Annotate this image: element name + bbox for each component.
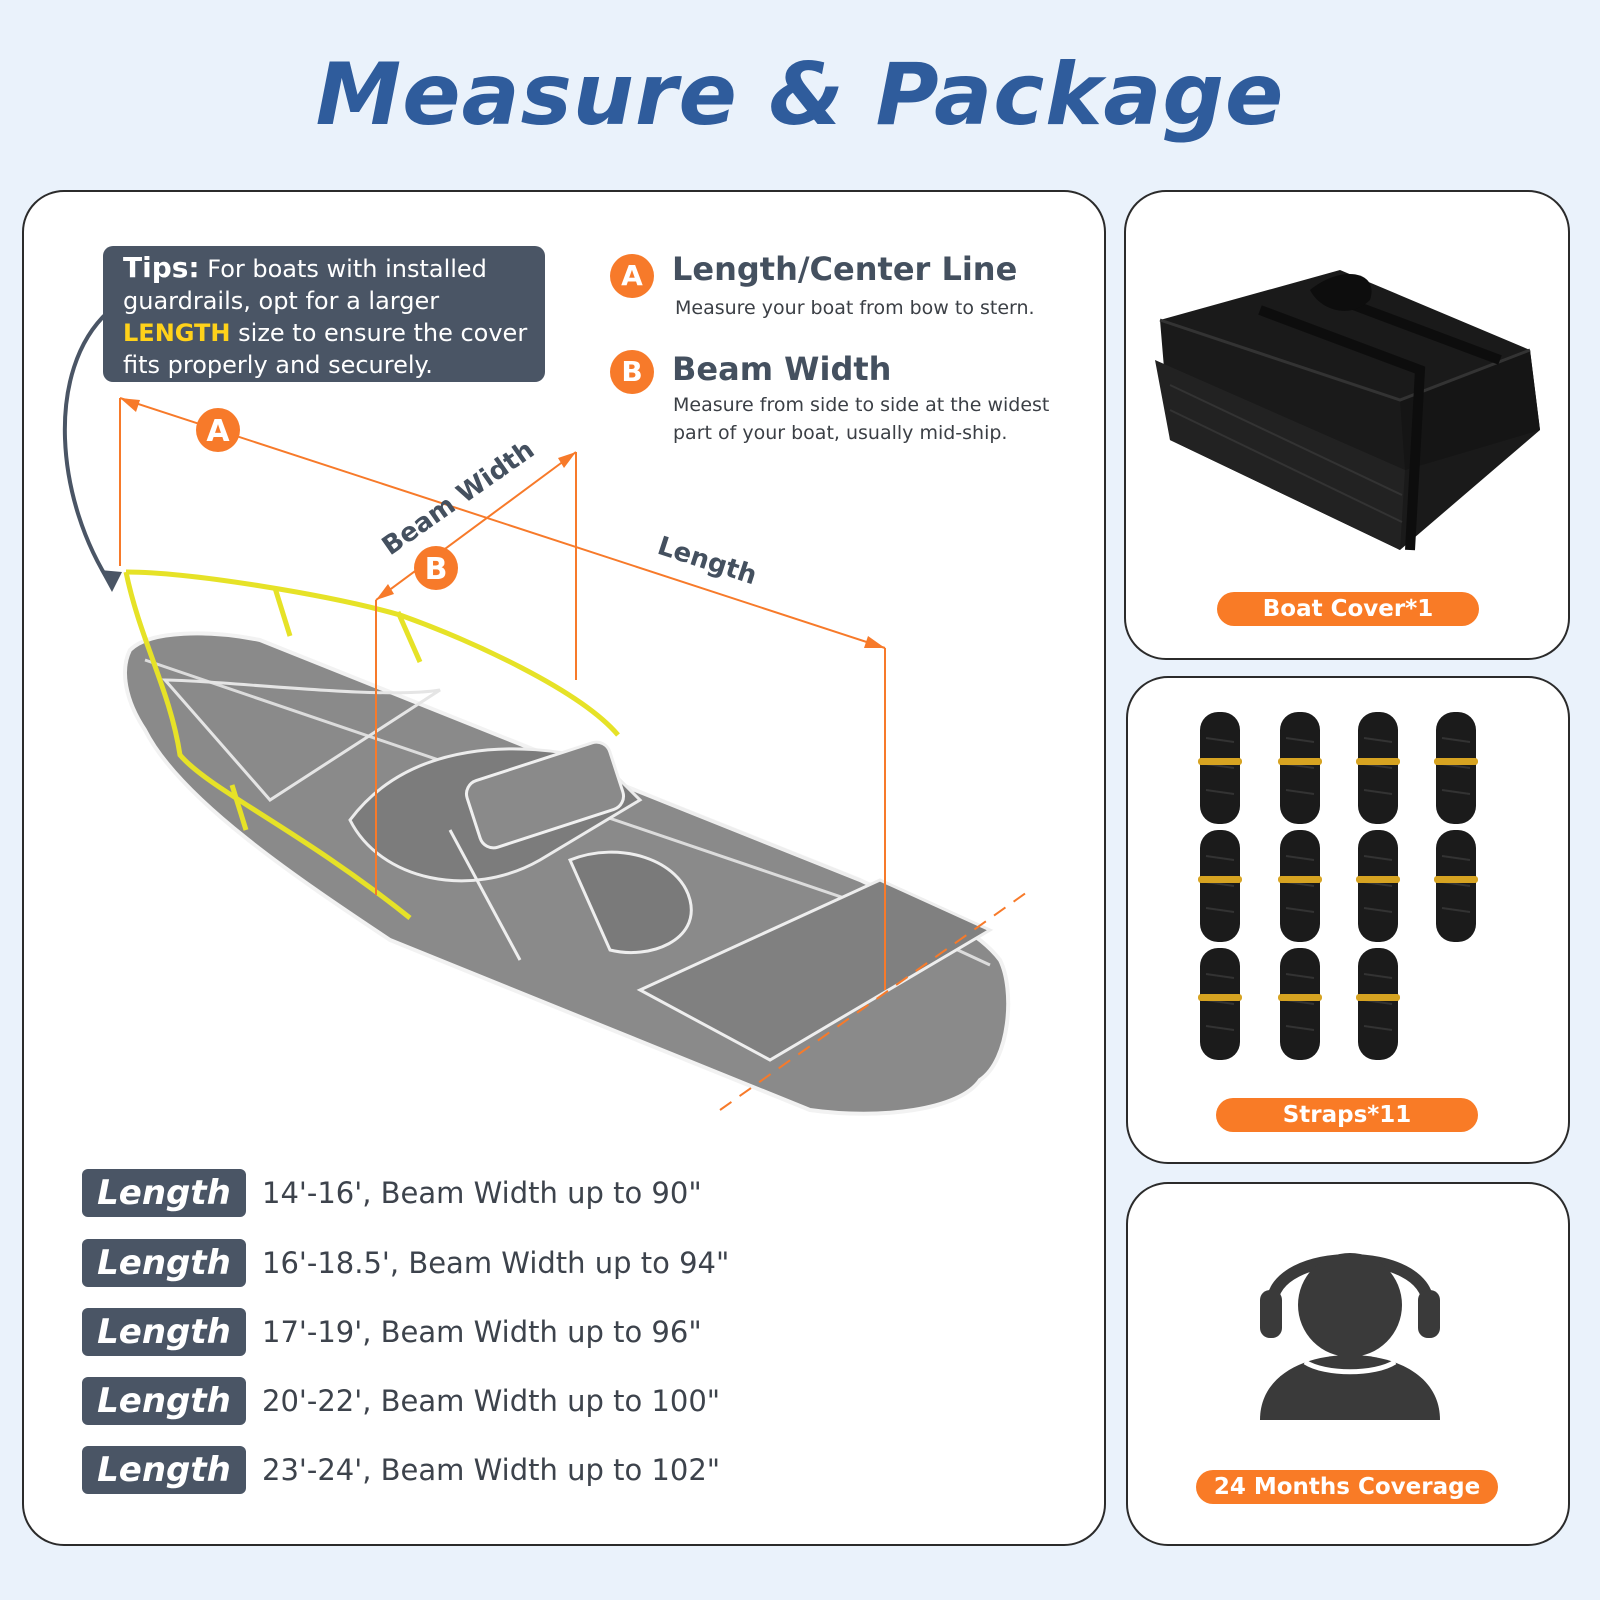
strap-roll: [1198, 712, 1242, 824]
strap-roll-icon: [1198, 712, 1478, 1060]
length-desc: Measure your boat from bow to stern.: [675, 297, 1035, 319]
boat-hull: [123, 631, 1011, 1116]
strap-roll: [1198, 948, 1242, 1060]
tips-arrow-head: [100, 570, 122, 592]
beam-title: Beam Width: [672, 350, 892, 388]
spec-tag: Length: [82, 1377, 246, 1425]
page-title: Measure & Package: [315, 45, 1285, 145]
strap-roll: [1278, 712, 1322, 824]
seat: [567, 850, 693, 955]
spec-tag: Length: [82, 1446, 246, 1494]
beam-desc-1: Measure from side to side at the widest: [673, 394, 1050, 416]
bow-deck: [161, 678, 441, 802]
spec-text: 23'-24', Beam Width up to 102": [262, 1453, 721, 1487]
boat-diagram: A B Beam Width Length: [62, 310, 1031, 1116]
diagram-label-a: A: [206, 414, 230, 449]
diagram-badge-b: [414, 546, 458, 590]
beam-width-label: Beam Width: [377, 435, 540, 562]
length-line: [119, 397, 886, 649]
tips-lead: Tips:: [123, 251, 200, 284]
straps-label: Straps*11: [1216, 1098, 1478, 1132]
strap-roll: [1356, 830, 1400, 942]
diagram-badge-a: [196, 408, 240, 452]
coverage-label: 24 Months Coverage: [1196, 1470, 1498, 1504]
spec-text: 20'-22', Beam Width up to 100": [262, 1384, 721, 1418]
strap-roll: [1278, 830, 1322, 942]
folded-cover-icon: [1155, 270, 1540, 551]
length-label: Length: [654, 531, 761, 591]
tips-text-1: For boats with installed guardrails, opt…: [123, 255, 487, 315]
console: [464, 740, 626, 850]
diagram-label-b: B: [425, 552, 448, 587]
spec-tag: Length: [82, 1308, 246, 1356]
beam-line: [375, 451, 577, 601]
spec-tag: Length: [82, 1239, 246, 1287]
badge-a: A: [610, 254, 654, 298]
badge-b: B: [610, 350, 654, 394]
support-headset-icon: [1260, 1253, 1440, 1420]
tips-highlight: LENGTH: [123, 319, 231, 347]
spec-text: 16'-18.5', Beam Width up to 94": [262, 1246, 730, 1280]
length-title: Length/Center Line: [672, 250, 1018, 288]
beam-desc-2: part of your boat, usually mid-ship.: [673, 422, 1008, 444]
spec-tag: Length: [82, 1169, 246, 1217]
spec-text: 14'-16', Beam Width up to 90": [262, 1176, 702, 1210]
strap-roll: [1198, 830, 1242, 942]
tips-text-2: size to ensure the cover fits properly a…: [123, 319, 528, 379]
tips-arrow: [62, 310, 114, 588]
strap-roll: [1278, 948, 1322, 1060]
stern-deck: [636, 878, 994, 1062]
boat-cover-label: Boat Cover*1: [1217, 592, 1479, 626]
tips-box: Tips: For boats with installed guardrail…: [103, 246, 545, 382]
strap-roll: [1356, 948, 1400, 1060]
center-line: [719, 889, 1031, 1111]
strap-roll: [1356, 712, 1400, 824]
spec-text: 17'-19', Beam Width up to 96": [262, 1315, 702, 1349]
strap-roll: [1434, 830, 1478, 942]
strap-roll: [1434, 712, 1478, 824]
